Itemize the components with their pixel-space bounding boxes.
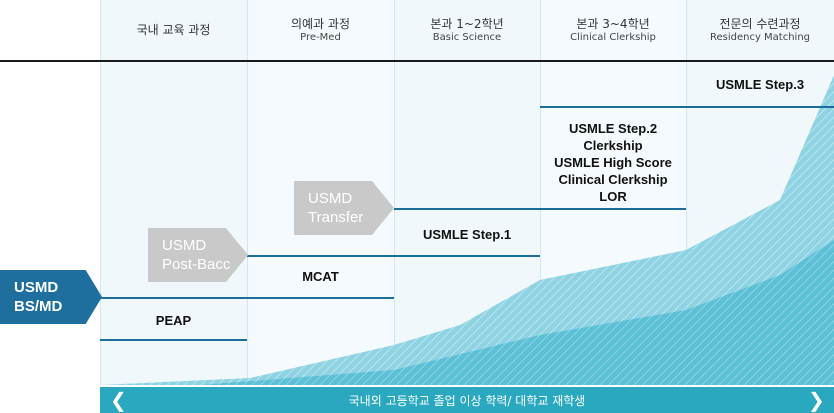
track-bsmd-line1: USMD xyxy=(14,279,59,296)
step2-line-1: USMLE Step.2 xyxy=(568,121,658,136)
header-divider xyxy=(0,60,834,62)
step2-line-3: USMLE High Score xyxy=(554,155,672,170)
peap-label: PEAP xyxy=(155,313,192,328)
bsmd-line xyxy=(100,297,394,299)
step2-label: USMLE Step.2 Clerkship USMLE High Score … xyxy=(540,120,686,205)
header-premed: 의예과 과정 Pre-Med xyxy=(247,0,394,60)
header-basic-en: Basic Science xyxy=(432,31,502,43)
track-transfer-line1: USMD xyxy=(308,190,353,207)
step1-line xyxy=(394,208,686,210)
eligibility-text: 국내외 고등학교 졸업 이상 학력/ 대학교 재학생 xyxy=(348,393,586,408)
step2-line-2: Clerkship xyxy=(583,138,643,153)
header-residency-ko: 전문의 수련과정 xyxy=(719,16,801,31)
header-clinical-en: Clinical Clerkship xyxy=(570,31,656,43)
header-domestic-ko: 국내 교육 과정 xyxy=(136,22,211,37)
step2-line-5: LOR xyxy=(599,189,627,204)
header-residency: 전문의 수련과정 Residency Matching xyxy=(686,0,834,60)
track-bsmd[interactable]: USMD BS/MD xyxy=(0,270,102,324)
track-bsmd-line2: BS/MD xyxy=(14,298,63,315)
step3-label: USMLE Step.3 xyxy=(715,77,805,92)
eligibility-bar: 국내외 고등학교 졸업 이상 학력/ 대학교 재학생 xyxy=(100,387,834,413)
step2-line-4: Clinical Clerkship xyxy=(558,172,668,187)
track-postbacc[interactable]: USMD Post-Bacc xyxy=(148,228,248,282)
header-clinical-ko: 본과 3~4학년 xyxy=(576,16,650,31)
track-transfer-line2: Transfer xyxy=(308,209,364,226)
track-postbacc-line1: USMD xyxy=(162,237,207,254)
header-domestic: 국내 교육 과정 xyxy=(100,0,247,60)
mcat-label: MCAT xyxy=(302,269,339,284)
header-basic-science: 본과 1~2학년 Basic Science xyxy=(394,0,540,60)
peap-line xyxy=(100,339,247,341)
track-postbacc-line2: Post-Bacc xyxy=(162,256,231,273)
chevron-right-icon: ❯ xyxy=(808,388,825,412)
track-transfer[interactable]: USMD Transfer xyxy=(294,181,394,235)
step2-line xyxy=(540,106,834,108)
chevron-left-icon: ❮ xyxy=(110,388,127,412)
header-basic-ko: 본과 1~2학년 xyxy=(430,16,504,31)
column-domestic xyxy=(100,0,248,385)
postbacc-line xyxy=(247,255,540,257)
header-premed-ko: 의예과 과정 xyxy=(290,16,350,31)
header-premed-en: Pre-Med xyxy=(300,31,341,43)
header-residency-en: Residency Matching xyxy=(709,31,811,43)
header-clinical: 본과 3~4학년 Clinical Clerkship xyxy=(540,0,686,60)
step1-label: USMLE Step.1 xyxy=(422,227,512,242)
